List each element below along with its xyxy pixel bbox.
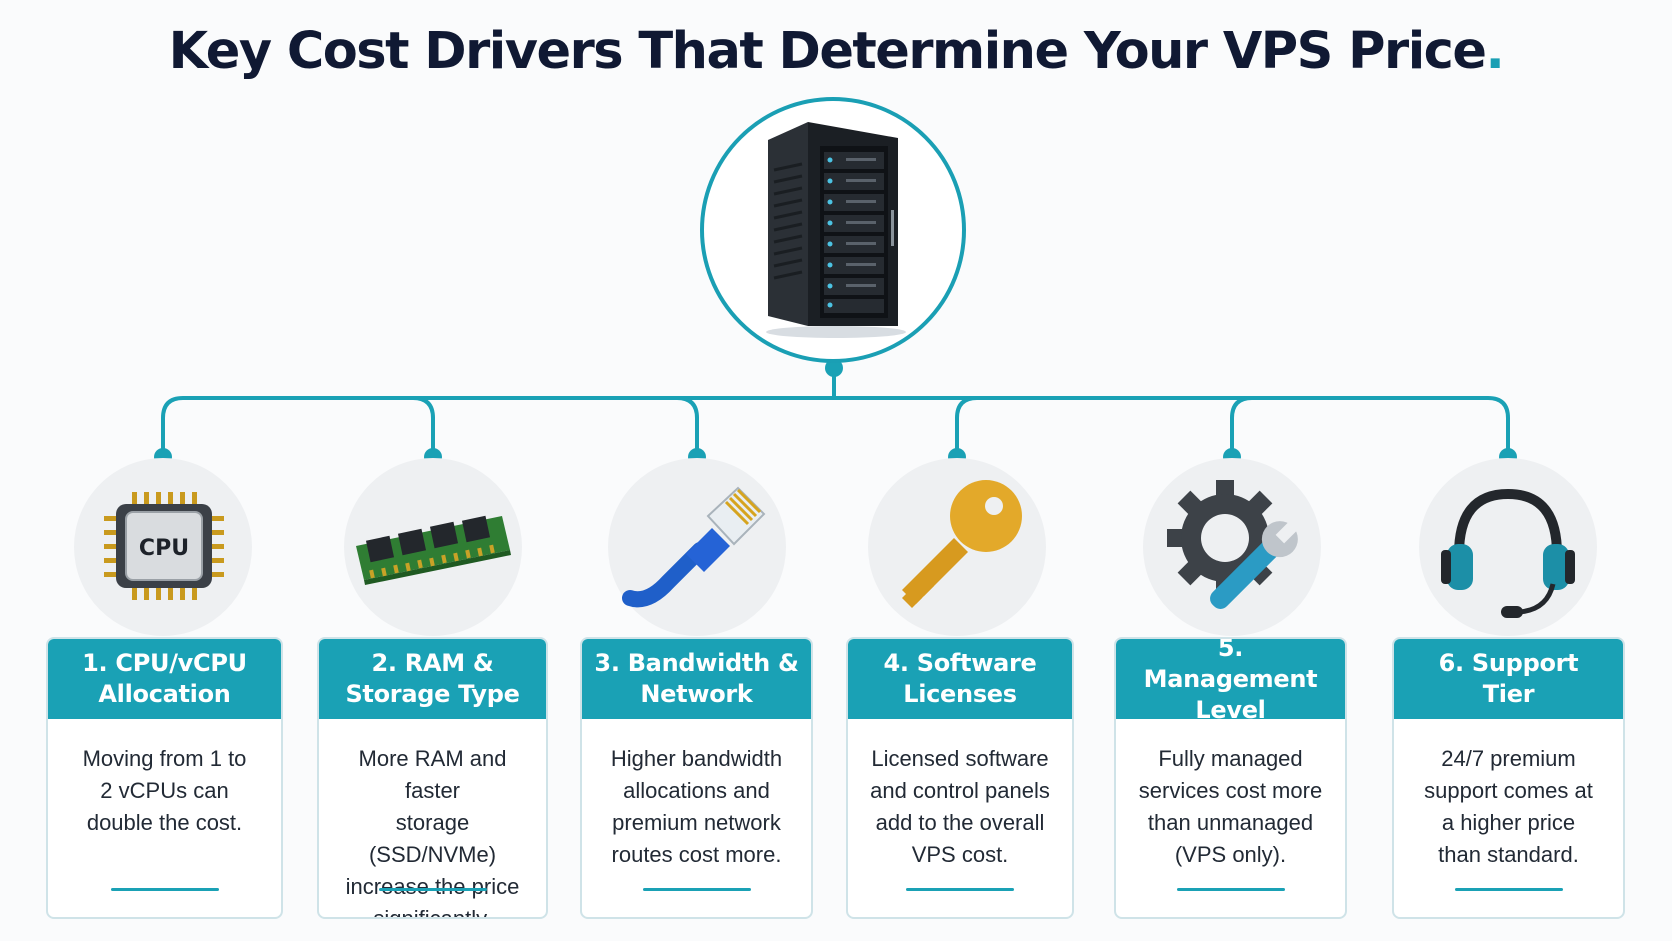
card-divider	[642, 888, 751, 891]
card-divider	[378, 888, 487, 891]
driver-description: Fully managed services cost more than un…	[1138, 746, 1323, 867]
driver-icon-circle	[1419, 458, 1597, 636]
cpu-chip-label: CPU	[139, 536, 189, 561]
gear-wrench-icon	[1167, 480, 1300, 609]
key-icon	[902, 480, 1022, 608]
ethernet-cable-icon	[622, 486, 766, 608]
driver-description: Moving from 1 to 2 vCPUs can double the …	[82, 746, 247, 835]
card-divider	[1454, 888, 1563, 891]
driver-icon-circle: CPU	[74, 458, 252, 636]
card-divider	[1176, 888, 1285, 891]
driver-title: 4. Software Licenses	[848, 639, 1072, 719]
page-title: Key Cost Drivers That Determine Your VPS…	[168, 22, 1505, 81]
driver-icon-circle	[608, 458, 786, 636]
driver-title: 1. CPU/vCPU Allocation	[48, 639, 281, 719]
driver-description: Higher bandwidth allocations and premium…	[610, 746, 783, 867]
driver-icon-circle	[1143, 458, 1321, 636]
headset-icon	[1441, 488, 1575, 618]
ram-module-icon	[356, 515, 511, 585]
driver-card: 4. Software Licenses Licensed software a…	[846, 637, 1074, 919]
server-hub	[700, 97, 966, 363]
card-divider	[110, 888, 219, 891]
driver-title: 2. RAM & Storage Type	[319, 639, 546, 719]
driver-card: 1. CPU/vCPU Allocation Moving from 1 to …	[46, 637, 283, 919]
driver-title: 3. Bandwidth & Network	[582, 639, 811, 719]
driver-icon-circle	[344, 458, 522, 636]
driver-icon-circle	[868, 458, 1046, 636]
driver-card: 2. RAM & Storage Type More RAM and faste…	[317, 637, 548, 919]
driver-card: 5. Management Level Fully managed servic…	[1114, 637, 1347, 919]
driver-description: More RAM and faster storage (SSD/NVMe) i…	[345, 746, 520, 919]
driver-card: 3. Bandwidth & Network Higher bandwidth …	[580, 637, 813, 919]
driver-description: Licensed software and control panels add…	[870, 746, 1050, 867]
server-rack-icon	[766, 122, 906, 338]
driver-title: 6. Support Tier	[1394, 639, 1623, 719]
driver-title: 5. Management Level	[1116, 639, 1345, 724]
cpu-chip-icon: CPU	[104, 492, 224, 600]
driver-description: 24/7 premium support comes at a higher p…	[1424, 746, 1593, 867]
card-divider	[906, 888, 1014, 891]
driver-card: 6. Support Tier 24/7 premium support com…	[1392, 637, 1625, 919]
